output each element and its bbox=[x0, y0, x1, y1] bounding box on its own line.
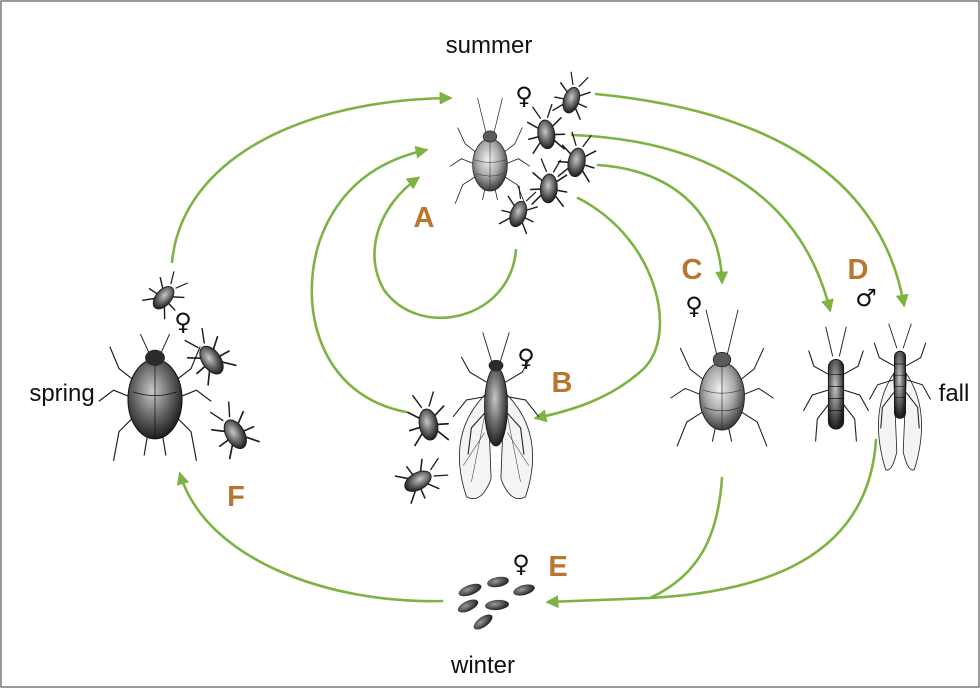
stage-letter-f: F bbox=[227, 481, 245, 513]
season-label-fall: fall bbox=[939, 380, 970, 407]
male-symbol-d: ♂ bbox=[855, 284, 877, 312]
female-symbol-spring: ♀ bbox=[174, 308, 192, 336]
female-symbol-b: ♀ bbox=[517, 344, 535, 372]
stage-letter-d: D bbox=[848, 254, 869, 286]
stage-letter-e: E bbox=[548, 551, 567, 583]
female-symbol-e: ♀ bbox=[512, 550, 530, 578]
season-label-winter: winter bbox=[450, 652, 515, 679]
stage-letter-b: B bbox=[552, 367, 573, 399]
season-label-spring: spring bbox=[29, 380, 94, 407]
season-label-summer: summer bbox=[446, 32, 533, 59]
stage-letter-a: A bbox=[414, 202, 435, 234]
stage-letter-c: C bbox=[682, 254, 703, 286]
female-symbol-summer: ♀ bbox=[515, 82, 533, 110]
female-symbol-c: ♀ bbox=[685, 292, 703, 320]
